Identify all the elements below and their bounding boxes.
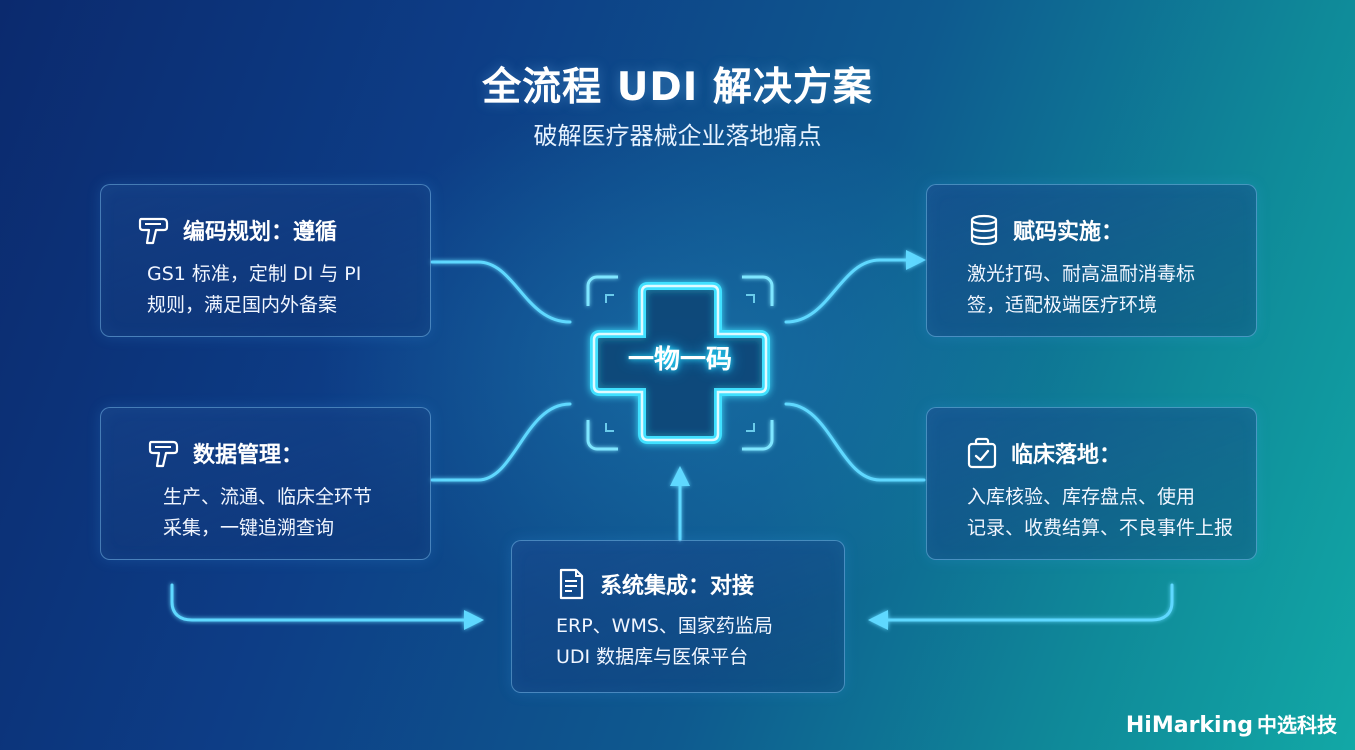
card-marking-line-1: 激光打码、耐高温耐消毒标 [967, 263, 1196, 285]
card-coding-plan: 编码规划：遵循 GS1 标准，定制 DI 与 PI 规则，满足国内外备案 [100, 184, 431, 337]
card-marking-title: 赋码实施： [1013, 220, 1124, 245]
scan-frame [586, 275, 774, 451]
cross-icon [590, 282, 770, 444]
page-title: 全流程 UDI 解决方案 [482, 65, 873, 110]
card-coding-plan-title: 编码规划：遵循 [183, 220, 338, 245]
scanner-icon [138, 217, 169, 245]
arrowhead-right-bottom [868, 610, 888, 630]
card-system-integration-line-1: ERP、WMS、国家药监局 [556, 615, 773, 637]
card-marking-line-2: 签，适配极端医疗环境 [967, 294, 1158, 316]
card-coding-plan-line-1: GS1 标准，定制 DI 与 PI [147, 263, 362, 285]
center-label: 一物一码 [627, 345, 732, 375]
card-marking: 赋码实施： 激光打码、耐高温耐消毒标 签，适配极端医疗环境 [926, 184, 1257, 337]
card-clinical-line-2: 记录、收费结算、不良事件上报 [967, 517, 1234, 539]
database-icon [970, 214, 998, 246]
card-coding-plan-line-2: 规则，满足国内外备案 [147, 294, 338, 316]
connector-right-bottom [880, 583, 1174, 622]
card-clinical-title: 临床落地： [1011, 443, 1122, 468]
clipboard-check-icon [967, 437, 997, 469]
card-data-management-line-2: 采集，一键追溯查询 [163, 517, 335, 539]
arrowhead-system [670, 466, 690, 486]
card-data-management-title: 数据管理： [193, 443, 304, 468]
card-clinical-line-1: 入库核验、库存盘点、使用 [967, 486, 1196, 508]
connector-clinical [784, 402, 926, 482]
connector-marking [784, 258, 914, 324]
brand-name-en: HiMarking [1125, 713, 1253, 738]
card-data-management-line-1: 生产、流通、临床全环节 [163, 486, 373, 508]
page-subtitle: 破解医疗器械企业落地痛点 [533, 122, 822, 150]
card-system-integration-line-2: UDI 数据库与医保平台 [556, 646, 749, 668]
arrowhead-left-bottom [464, 610, 484, 630]
card-system-integration-title: 系统集成：对接 [600, 574, 755, 599]
connector-left-bottom [170, 583, 472, 622]
brand-name-cn: 中选科技 [1257, 713, 1337, 737]
card-data-management: 数据管理： 生产、流通、临床全环节 采集，一键追溯查询 [100, 407, 431, 560]
arrowhead-marking [906, 250, 926, 270]
document-icon [559, 568, 584, 600]
card-clinical: 临床落地： 入库核验、库存盘点、使用 记录、收费结算、不良事件上报 [926, 407, 1257, 560]
scanner-icon [148, 440, 179, 468]
card-system-integration: 系统集成：对接 ERP、WMS、国家药监局 UDI 数据库与医保平台 [511, 540, 845, 693]
connector-data [430, 402, 572, 482]
connector-coding [430, 260, 572, 324]
